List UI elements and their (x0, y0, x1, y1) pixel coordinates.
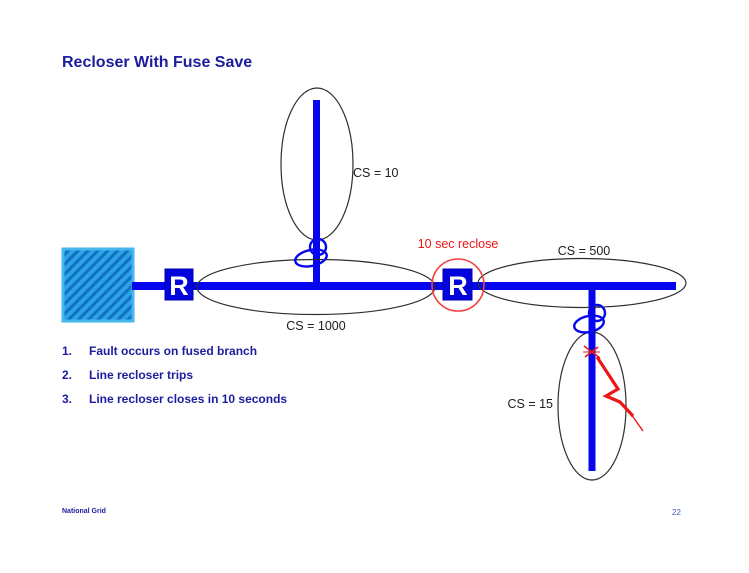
steps-list: 1. Fault occurs on fused branch 2. Line … (62, 345, 382, 417)
substation-source-icon (61, 247, 135, 323)
right-feeder-zone-ellipse (477, 257, 687, 309)
step-number: 3. (62, 392, 73, 406)
recloser-2-label: R (448, 271, 468, 301)
list-item: 1. Fault occurs on fused branch (62, 345, 382, 358)
label-cs-10: CS = 10 (353, 166, 399, 180)
label-cs-500: CS = 500 (558, 244, 611, 258)
label-10-sec-reclose: 10 sec reclose (418, 237, 499, 251)
step-number: 1. (62, 344, 73, 358)
page-number: 22 (672, 508, 681, 517)
lightning-bolt-icon (595, 356, 644, 432)
footer-brand: National Grid (62, 508, 106, 515)
recloser-2-highlight-circle (431, 258, 485, 312)
fault-marker-icon (583, 345, 601, 359)
step-text: Line recloser closes in 10 seconds (89, 392, 288, 406)
slide-title: Recloser With Fuse Save (62, 54, 253, 71)
step-text: Line recloser trips (89, 368, 194, 382)
recloser-1: R (164, 268, 194, 301)
step-text: Fault occurs on fused branch (89, 344, 258, 358)
step-number: 2. (62, 368, 73, 382)
list-item: 2. Line recloser trips (62, 369, 382, 382)
label-cs-1000: CS = 1000 (286, 319, 345, 333)
list-item: 3. Line recloser closes in 10 seconds (62, 393, 382, 406)
recloser-1-label: R (169, 271, 189, 301)
label-cs-15: CS = 15 (507, 397, 553, 411)
fuse-icon-top (294, 237, 328, 268)
fuse-icon-bottom (573, 303, 607, 334)
recloser-2: R (431, 258, 485, 312)
main-feeder-zone-ellipse (196, 258, 436, 316)
